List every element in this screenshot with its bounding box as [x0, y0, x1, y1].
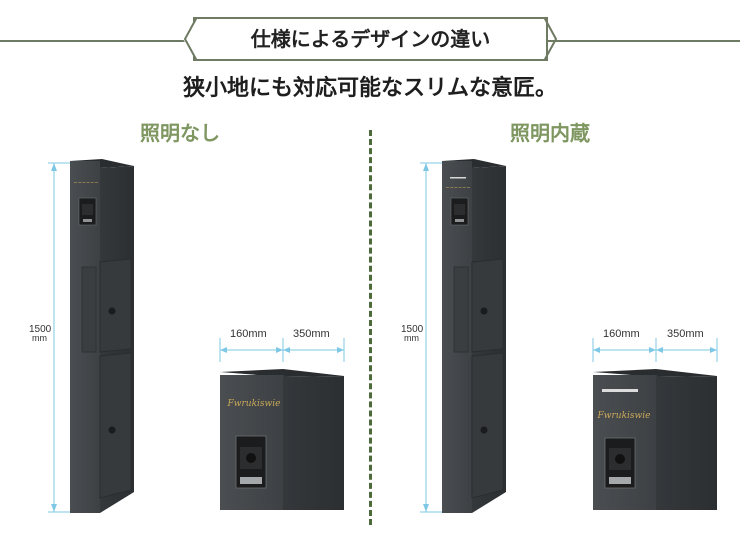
- tall-post-no-light: ~~~~~~: [48, 159, 134, 513]
- section-heading-no-light: 照明なし: [140, 121, 220, 145]
- light-strip: [602, 389, 638, 392]
- dimension-arrow-icon: [710, 347, 717, 353]
- closeup-no-light: Fwrukiswie: [219, 338, 345, 510]
- page-subtitle: 狭小地にも対応可能なスリムな意匠。: [182, 76, 557, 101]
- dimension-arrow-icon: [593, 347, 600, 353]
- intercom-lens-circle: [615, 454, 625, 464]
- mailbox-door-upper: [99, 258, 132, 353]
- dimension-arrow-icon: [656, 347, 663, 353]
- dimension-arrow-icon: [649, 347, 656, 353]
- title-corner-right-icon: [544, 17, 558, 61]
- door-handle-icon: [108, 307, 116, 315]
- closeup-side: [283, 376, 344, 510]
- intercom-speaker: [240, 477, 262, 484]
- mail-slot: [81, 266, 97, 353]
- brand-logo-icon: Fwrukiswie: [227, 399, 281, 409]
- section-heading-light: 照明内蔵: [510, 121, 590, 145]
- intercom-lens-circle: [246, 453, 256, 463]
- tall-post-light: ~~~~~~: [420, 159, 506, 513]
- closeup-top: [220, 369, 344, 377]
- closeup-side: [656, 376, 717, 510]
- intercom-speaker: [455, 219, 464, 222]
- front-width-label-right: 160mm: [603, 328, 640, 340]
- light-strip: [450, 177, 466, 179]
- dimension-arrow-icon: [51, 504, 57, 512]
- height-dimension-label-right: 1500 mm: [401, 325, 423, 343]
- dimension-arrow-icon: [276, 347, 283, 353]
- intercom-camera-lens: [82, 204, 93, 215]
- dimension-arrow-icon: [283, 347, 290, 353]
- title-line-left: [0, 40, 196, 42]
- front-width-label-left: 160mm: [230, 328, 267, 340]
- brand-logo-icon: ~~~~~~: [445, 185, 470, 191]
- height-dimension-label-left: 1500 mm: [29, 325, 51, 343]
- mailbox-door-lower: [471, 352, 504, 499]
- door-handle-icon: [480, 307, 488, 315]
- dimension-arrow-icon: [423, 163, 429, 171]
- mailbox-door-upper: [471, 258, 504, 353]
- dimension-arrow-icon: [51, 163, 57, 171]
- dimension-arrow-icon: [423, 504, 429, 512]
- title-corner-left-icon: [183, 17, 197, 61]
- door-handle-icon: [108, 426, 116, 434]
- height-value-left: 1500: [29, 324, 52, 335]
- closeup-top: [593, 369, 717, 377]
- depth-width-label-left: 350mm: [293, 328, 330, 340]
- dimension-arrow-icon: [337, 347, 344, 353]
- intercom-speaker: [83, 219, 92, 222]
- door-handle-icon: [480, 426, 488, 434]
- title-line-right: [545, 40, 740, 42]
- height-unit-right: mm: [404, 333, 419, 343]
- brand-logo-icon: Fwrukiswie: [597, 411, 651, 421]
- mailbox-door-lower: [99, 352, 132, 499]
- intercom-camera-lens: [454, 204, 465, 215]
- page-title: 仕様によるデザインの違い: [193, 17, 548, 61]
- section-divider: [369, 130, 372, 525]
- depth-width-label-right: 350mm: [667, 328, 704, 340]
- mail-slot: [453, 266, 469, 353]
- closeup-light: Fwrukiswie: [592, 338, 718, 510]
- intercom-speaker: [609, 477, 631, 484]
- dimension-arrow-icon: [220, 347, 227, 353]
- brand-logo-icon: ~~~~~~: [73, 180, 98, 186]
- height-unit-left: mm: [32, 333, 47, 343]
- height-value-right: 1500: [401, 324, 424, 335]
